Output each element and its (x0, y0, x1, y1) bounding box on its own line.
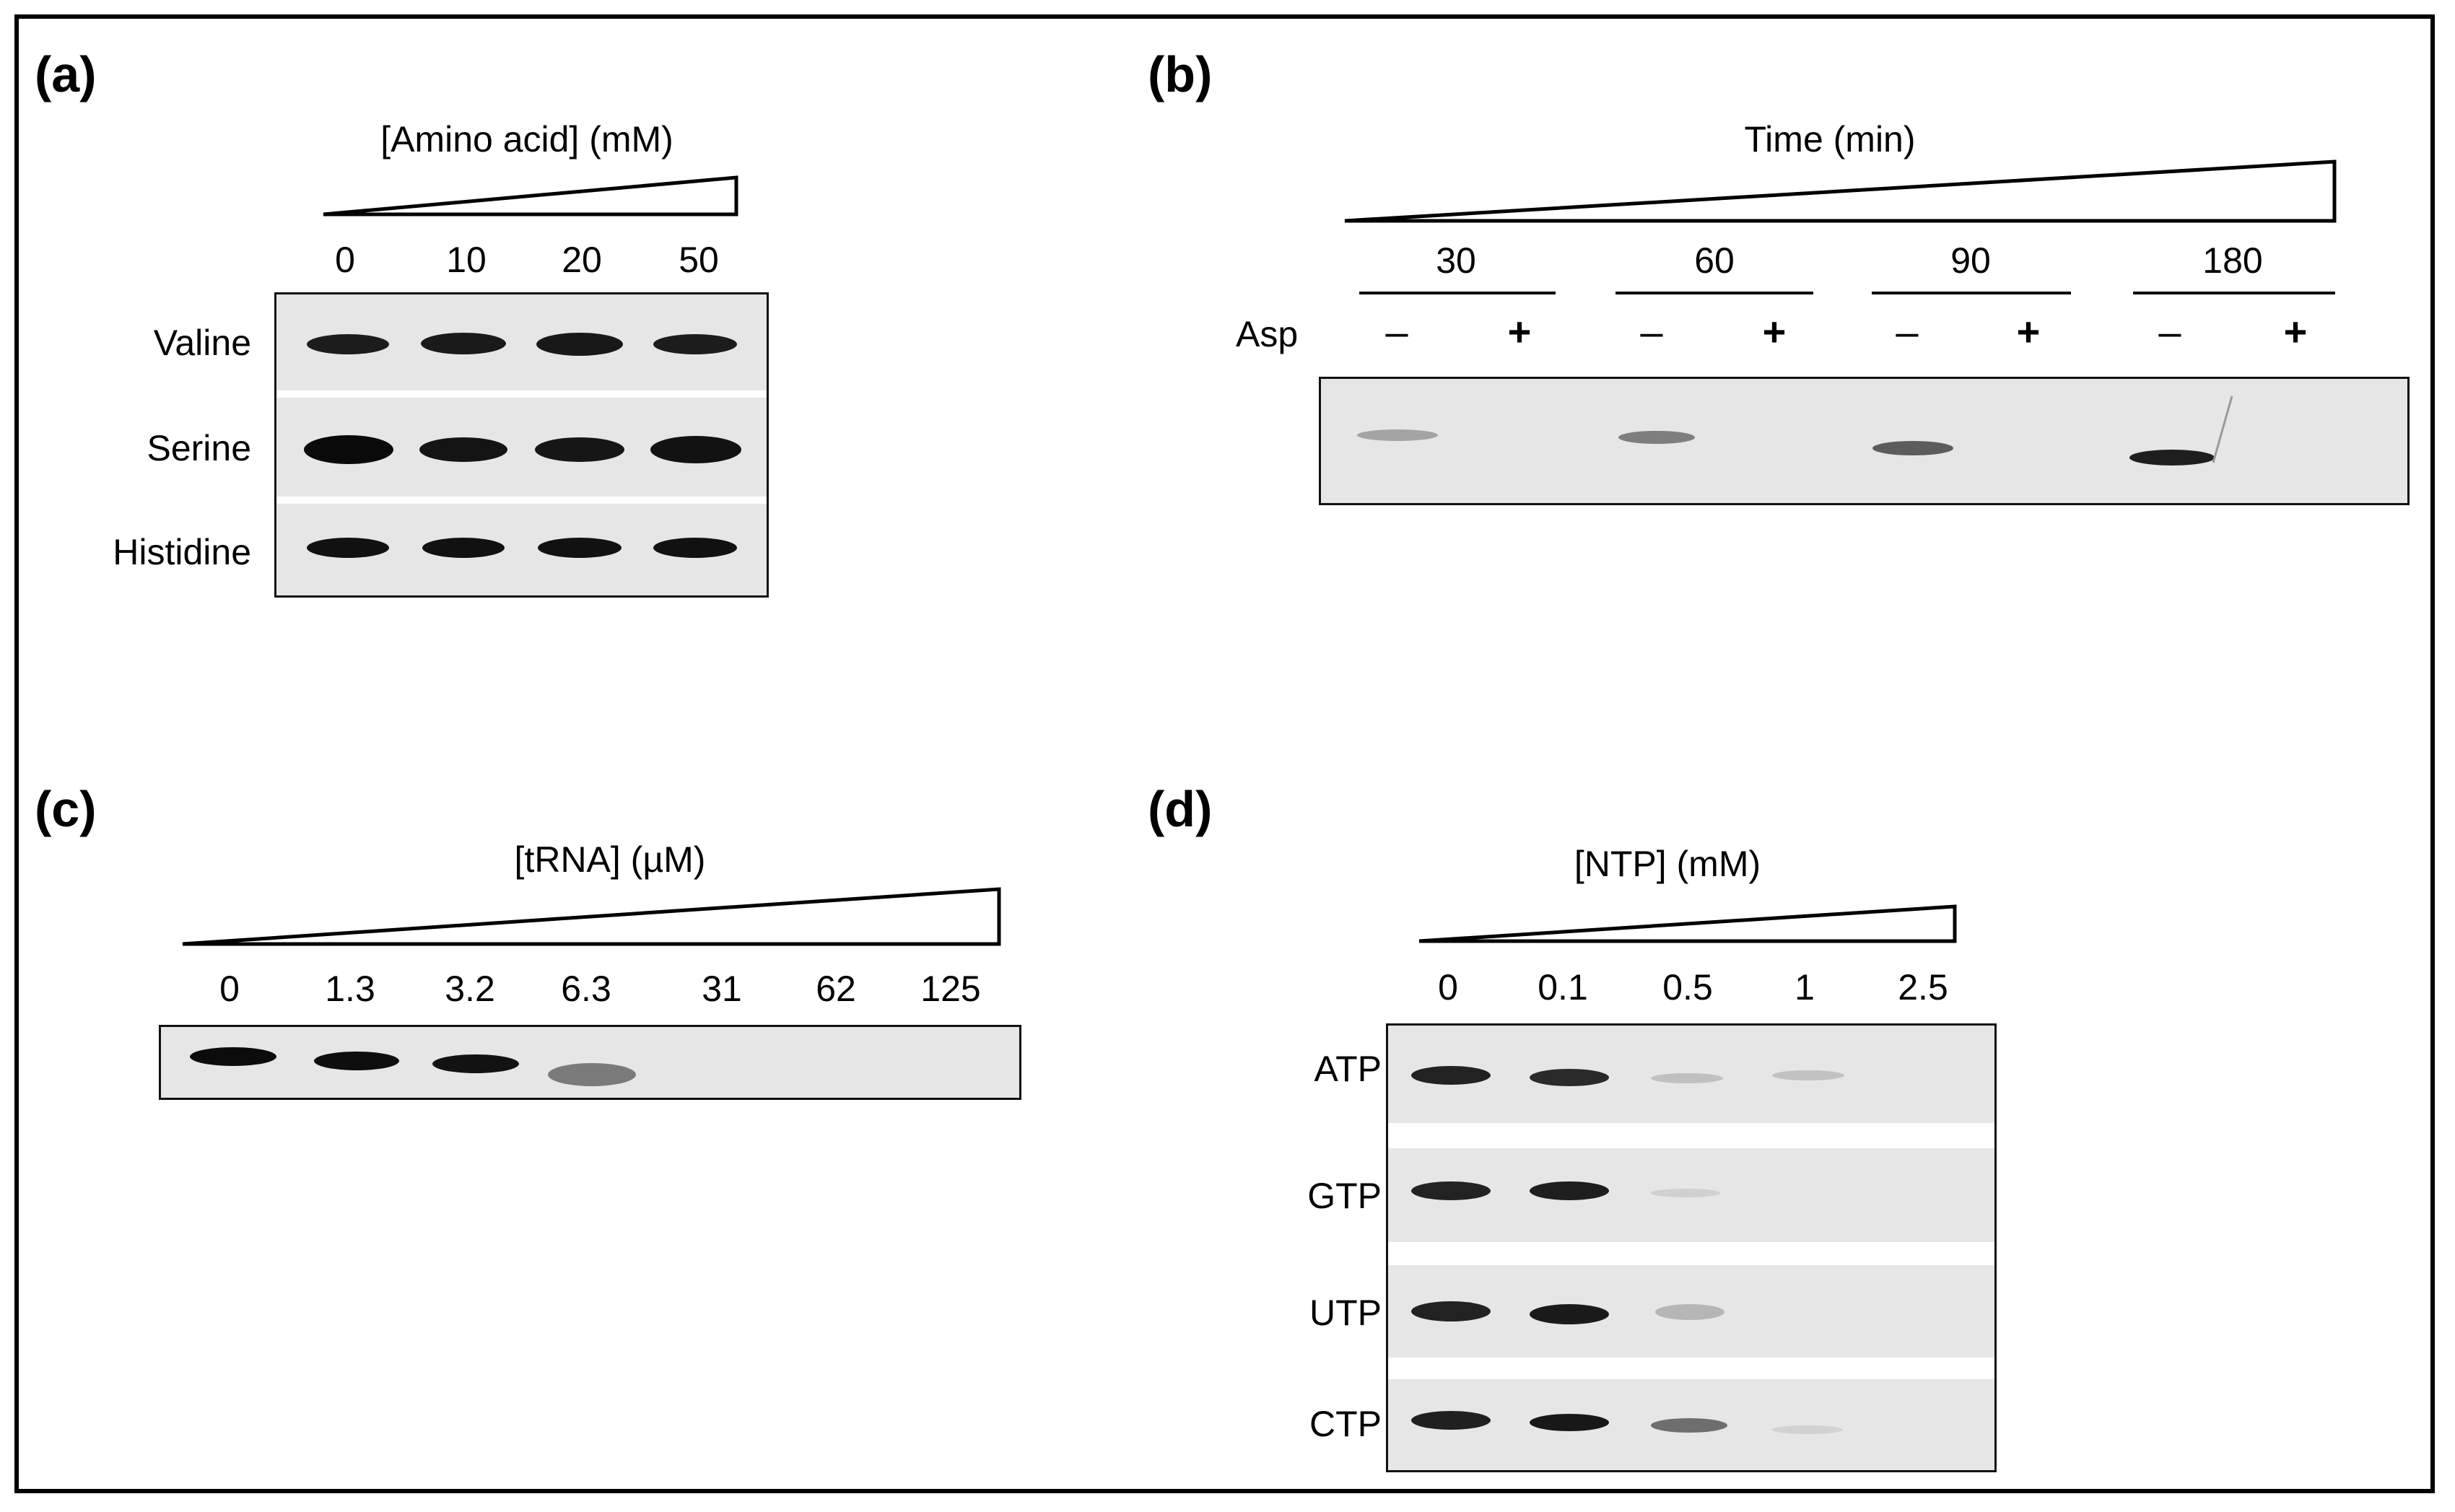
panel-b-gradient-wedge (1344, 159, 2337, 223)
band (1530, 1069, 1609, 1086)
band (1411, 1181, 1491, 1200)
band (1651, 1073, 1723, 1083)
panel-d-letter: (d) (1148, 781, 1213, 837)
row-label-utp: UTP (1309, 1293, 1382, 1333)
band (314, 1052, 399, 1070)
ctp-strip (1388, 1379, 1994, 1470)
panel-c-letter: (c) (35, 781, 97, 837)
time-90: 90 (1950, 240, 1991, 281)
band (2129, 450, 2215, 466)
panel-c-title: [tRNA] (µM) (514, 839, 706, 880)
plus-mark: + (2016, 309, 2041, 354)
panel-d-gradient-wedge (1418, 904, 1957, 943)
band (1411, 1301, 1491, 1321)
panel-b-title: Time (min) (1744, 119, 1916, 159)
band (1530, 1181, 1609, 1200)
minus-mark: – (1385, 309, 1408, 354)
band (421, 333, 506, 354)
panel-a-letter: (a) (35, 46, 97, 102)
row-label-gtp: GTP (1307, 1176, 1382, 1216)
band (1872, 441, 1953, 455)
band (190, 1047, 276, 1066)
panel-d-gel (1386, 1023, 1997, 1472)
panel-a-conc-0: 0 (335, 240, 355, 280)
plus-mark: + (1762, 309, 1787, 354)
panel-c-conc-4: 31 (702, 969, 742, 1009)
panel-a-conc-3: 50 (679, 240, 719, 280)
time-bracket (2133, 292, 2335, 294)
valine-strip (276, 294, 767, 390)
panel-b-gel (1319, 377, 2410, 505)
band (1530, 1304, 1609, 1324)
panel-c-conc-1: 1.3 (325, 969, 375, 1009)
time-bracket (1872, 292, 2071, 294)
band (432, 1054, 519, 1073)
row-label-valine: Valine (153, 323, 251, 363)
band (535, 437, 624, 462)
panel-a-conc-1: 10 (446, 240, 487, 280)
minus-mark: – (1896, 309, 1919, 354)
band (304, 435, 393, 464)
serine-strip (276, 398, 767, 497)
panel-c-conc-6: 125 (920, 969, 981, 1009)
time-30: 30 (1436, 240, 1476, 281)
band (307, 334, 389, 354)
time-180: 180 (2202, 240, 2263, 281)
gel-artifact-streak (2212, 396, 2233, 463)
panel-d-conc-3: 1 (1795, 967, 1815, 1008)
row-label-histidine: Histidine (113, 532, 251, 572)
panel-a-gradient-wedge (323, 175, 738, 217)
band (1618, 431, 1695, 444)
panel-c-conc-3: 6.3 (561, 969, 611, 1009)
panel-d-conc-4: 2.5 (1898, 967, 1948, 1008)
band (1411, 1411, 1491, 1430)
band (1411, 1066, 1491, 1085)
panel-a-title: [Amino acid] (mM) (380, 119, 673, 159)
time-bracket (1615, 292, 1813, 294)
figure-frame (14, 14, 2435, 1493)
atp-strip (1388, 1026, 1994, 1123)
plus-mark: + (1507, 309, 1532, 354)
band (1357, 429, 1438, 441)
panel-a-gel (274, 292, 769, 598)
band (538, 538, 622, 558)
panel-d-title: [NTP] (mM) (1574, 844, 1761, 884)
band (653, 538, 737, 558)
band (548, 1063, 636, 1086)
gtp-strip (1388, 1148, 1994, 1242)
plus-mark: + (2283, 309, 2308, 354)
minus-mark: – (2158, 309, 2181, 354)
utp-strip (1388, 1265, 1994, 1358)
time-60: 60 (1694, 240, 1735, 281)
minus-mark: – (1640, 309, 1663, 354)
panel-c-conc-0: 0 (219, 969, 240, 1009)
band (419, 437, 507, 462)
band (653, 334, 737, 354)
panel-c-gradient-wedge (182, 887, 1001, 946)
time-bracket (1359, 292, 1556, 294)
band (1655, 1304, 1724, 1320)
panel-a-conc-2: 20 (562, 240, 602, 280)
panel-c-gel (159, 1025, 1021, 1100)
row-label-atp: ATP (1314, 1049, 1382, 1089)
panel-d-conc-1: 0.1 (1538, 967, 1588, 1008)
band (422, 538, 505, 558)
panel-d-conc-2: 0.5 (1662, 967, 1713, 1008)
asp-label: Asp (1236, 314, 1299, 354)
band (307, 538, 389, 558)
band (1651, 1418, 1727, 1433)
panel-b-letter: (b) (1148, 46, 1213, 102)
panel-c-conc-2: 3.2 (445, 969, 495, 1009)
band (1772, 1425, 1843, 1434)
band (1530, 1414, 1609, 1431)
band (536, 333, 623, 356)
row-label-serine: Serine (147, 428, 251, 468)
panel-d-conc-0: 0 (1438, 967, 1458, 1008)
row-label-ctp: CTP (1309, 1404, 1382, 1444)
panel-c-conc-5: 62 (816, 969, 856, 1009)
band (650, 436, 741, 463)
histidine-strip (276, 504, 767, 595)
band (1651, 1189, 1720, 1197)
band (1772, 1070, 1844, 1080)
